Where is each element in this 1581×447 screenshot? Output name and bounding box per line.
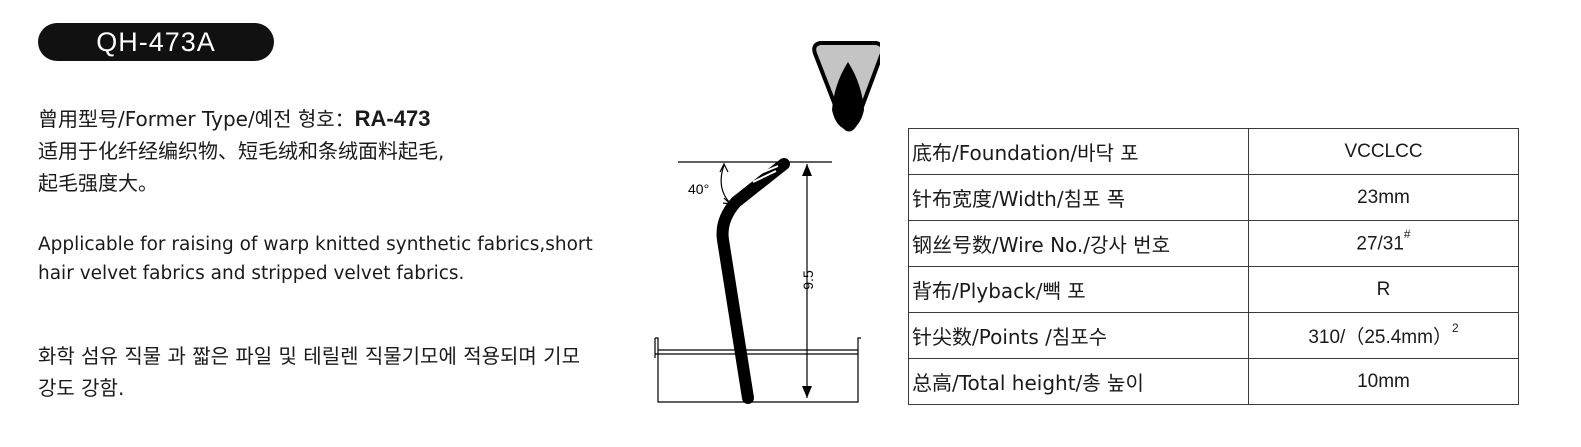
- former-type-line: 曾用型号/Former Type/예전 형호：RA-473: [38, 103, 444, 135]
- english-description: Applicable for raising of warp knitted s…: [38, 234, 593, 284]
- spec-label: 针尖数/Points /침포수: [908, 312, 1249, 359]
- spec-value-cell: 310/（25.4mm）2: [1248, 312, 1519, 359]
- spec-row: 针布宽度/Width/침포 폭 23mm: [908, 174, 1519, 221]
- spec-label: 底布/Foundation/바닥 포: [908, 128, 1249, 175]
- wire-diagram: 40° 9.5: [654, 41, 880, 404]
- zh-usage-line: 适用于化纤经编织物、短毛绒和条绒面料起毛,: [38, 139, 445, 163]
- spec-row: 背布/Plyback/빽 포 R: [908, 266, 1519, 313]
- spec-value-cell: R: [1248, 266, 1519, 313]
- spec-value: R: [1376, 278, 1391, 300]
- angle-label: 40°: [688, 181, 709, 197]
- korean-description: 화학 섬유 직물 과 짧은 파일 및 테릴렌 직물기모에 적용되며 기모 강도 …: [38, 344, 580, 400]
- height-dimension: [802, 164, 812, 398]
- zh-strength-line: 起毛强度大。: [38, 171, 158, 195]
- needle-wire: [716, 158, 790, 404]
- spec-value-cell: 23mm: [1248, 174, 1519, 221]
- spec-value: 10mm: [1357, 370, 1410, 392]
- spec-label: 针布宽度/Width/침포 폭: [908, 174, 1249, 221]
- spec-value-cell: 27/31#: [1248, 220, 1519, 267]
- model-badge: QH-473A: [38, 23, 274, 61]
- spec-value-cell: 10mm: [1248, 358, 1519, 405]
- spec-label: 背布/Plyback/빽 포: [908, 266, 1249, 313]
- model-name: QH-473A: [96, 26, 216, 57]
- chinese-description: 曾用型号/Former Type/예전 형호：RA-473 适用于化纤经编织物、…: [38, 103, 444, 199]
- angle-marker: [719, 162, 732, 205]
- spec-label: 钢丝号数/Wire No./강사 번호: [908, 220, 1249, 267]
- former-type-label: 曾用型号/Former Type/예전 형호：: [38, 107, 355, 131]
- height-label: 9.5: [800, 270, 816, 290]
- spec-value-cell: VCCLCC: [1248, 128, 1519, 175]
- spec-value-superscript: 2: [1451, 320, 1459, 335]
- former-type-value: RA-473: [354, 106, 431, 131]
- spec-value: VCCLCC: [1344, 140, 1423, 162]
- spec-row: 总高/Total height/총 높이 10mm: [908, 358, 1519, 405]
- spec-value: 310/（25.4mm）: [1308, 327, 1452, 348]
- spec-value-superscript: #: [1403, 227, 1411, 242]
- spec-row: 底布/Foundation/바닥 포 VCCLCC: [908, 128, 1519, 175]
- spec-value: 27/31: [1356, 233, 1404, 255]
- spec-label: 总高/Total height/총 높이: [908, 358, 1249, 405]
- wire-cross-section-icon: [812, 41, 880, 132]
- spec-value: 23mm: [1357, 186, 1410, 208]
